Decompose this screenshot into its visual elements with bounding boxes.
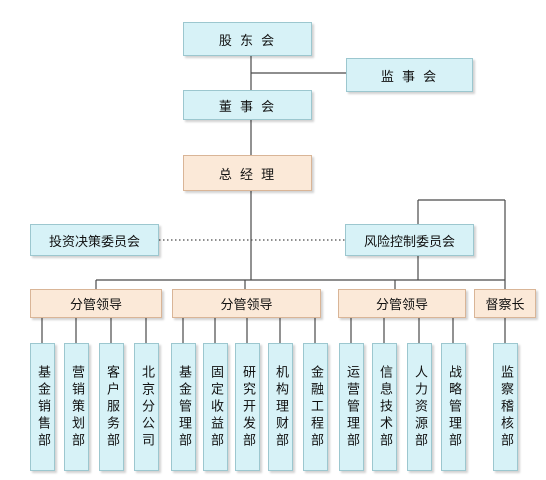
dept-label: 监察稽核部 [498, 364, 513, 450]
dept-label: 信息技术部 [377, 364, 392, 450]
dept-label: 金融工程部 [308, 364, 323, 450]
dept-label: 基金销售部 [35, 364, 50, 450]
dept-label: 战略管理部 [446, 364, 461, 450]
dept-box: 信息技术部 [372, 343, 397, 471]
dept-box: 营销策划部 [64, 343, 89, 471]
dept-box: 客户服务部 [99, 343, 124, 471]
inspector-label: 督察长 [485, 298, 525, 313]
dept-label: 机构理财部 [273, 364, 288, 450]
supervisors-box: 监 事 会 [346, 58, 473, 92]
dept-box: 基金管理部 [171, 343, 196, 471]
dept-box: 人力资源部 [407, 343, 432, 471]
shareholders-box: 股 东 会 [183, 22, 312, 56]
leader-label-3: 分管领导 [375, 298, 428, 313]
dept-label: 客户服务部 [104, 364, 119, 450]
dept-box: 固定收益部 [203, 343, 228, 471]
leader-box-3: 分管领导 [338, 289, 466, 318]
dept-label: 北京分公司 [139, 364, 154, 450]
shareholders-label: 股 东 会 [218, 33, 277, 49]
dept-box: 战略管理部 [441, 343, 466, 471]
dept-label: 运营管理部 [344, 364, 359, 450]
dept-label: 人力资源部 [412, 364, 427, 450]
leader-box-2: 分管领导 [172, 289, 321, 318]
investment-committee-label: 投资决策委员会 [48, 234, 140, 250]
leader-label-2: 分管领导 [220, 298, 273, 313]
dept-box: 运营管理部 [339, 343, 364, 471]
dept-label: 固定收益部 [208, 364, 223, 450]
leader-label-1: 分管领导 [69, 298, 122, 313]
dept-box: 研究开发部 [235, 343, 260, 471]
dept-label: 基金管理部 [176, 364, 191, 450]
risk-committee-box: 风险控制委员会 [345, 224, 474, 256]
dept-box: 金融工程部 [303, 343, 328, 471]
supervisors-label: 监 事 会 [380, 69, 439, 85]
gm-box: 总 经 理 [183, 155, 312, 191]
dept-box: 基金销售部 [30, 343, 55, 471]
investment-committee-box: 投资决策委员会 [30, 224, 159, 256]
dept-box: 北京分公司 [134, 343, 159, 471]
dept-box: 监察稽核部 [493, 343, 518, 471]
leader-box-1: 分管领导 [30, 289, 162, 318]
dept-label: 营销策划部 [69, 364, 84, 450]
inspector-box: 督察长 [474, 289, 536, 318]
board-box: 董 事 会 [183, 90, 312, 120]
gm-label: 总 经 理 [218, 167, 277, 183]
risk-committee-label: 风险控制委员会 [363, 234, 455, 250]
board-label: 董 事 会 [218, 99, 277, 115]
dept-label: 研究开发部 [240, 364, 255, 450]
dept-box: 机构理财部 [268, 343, 293, 471]
